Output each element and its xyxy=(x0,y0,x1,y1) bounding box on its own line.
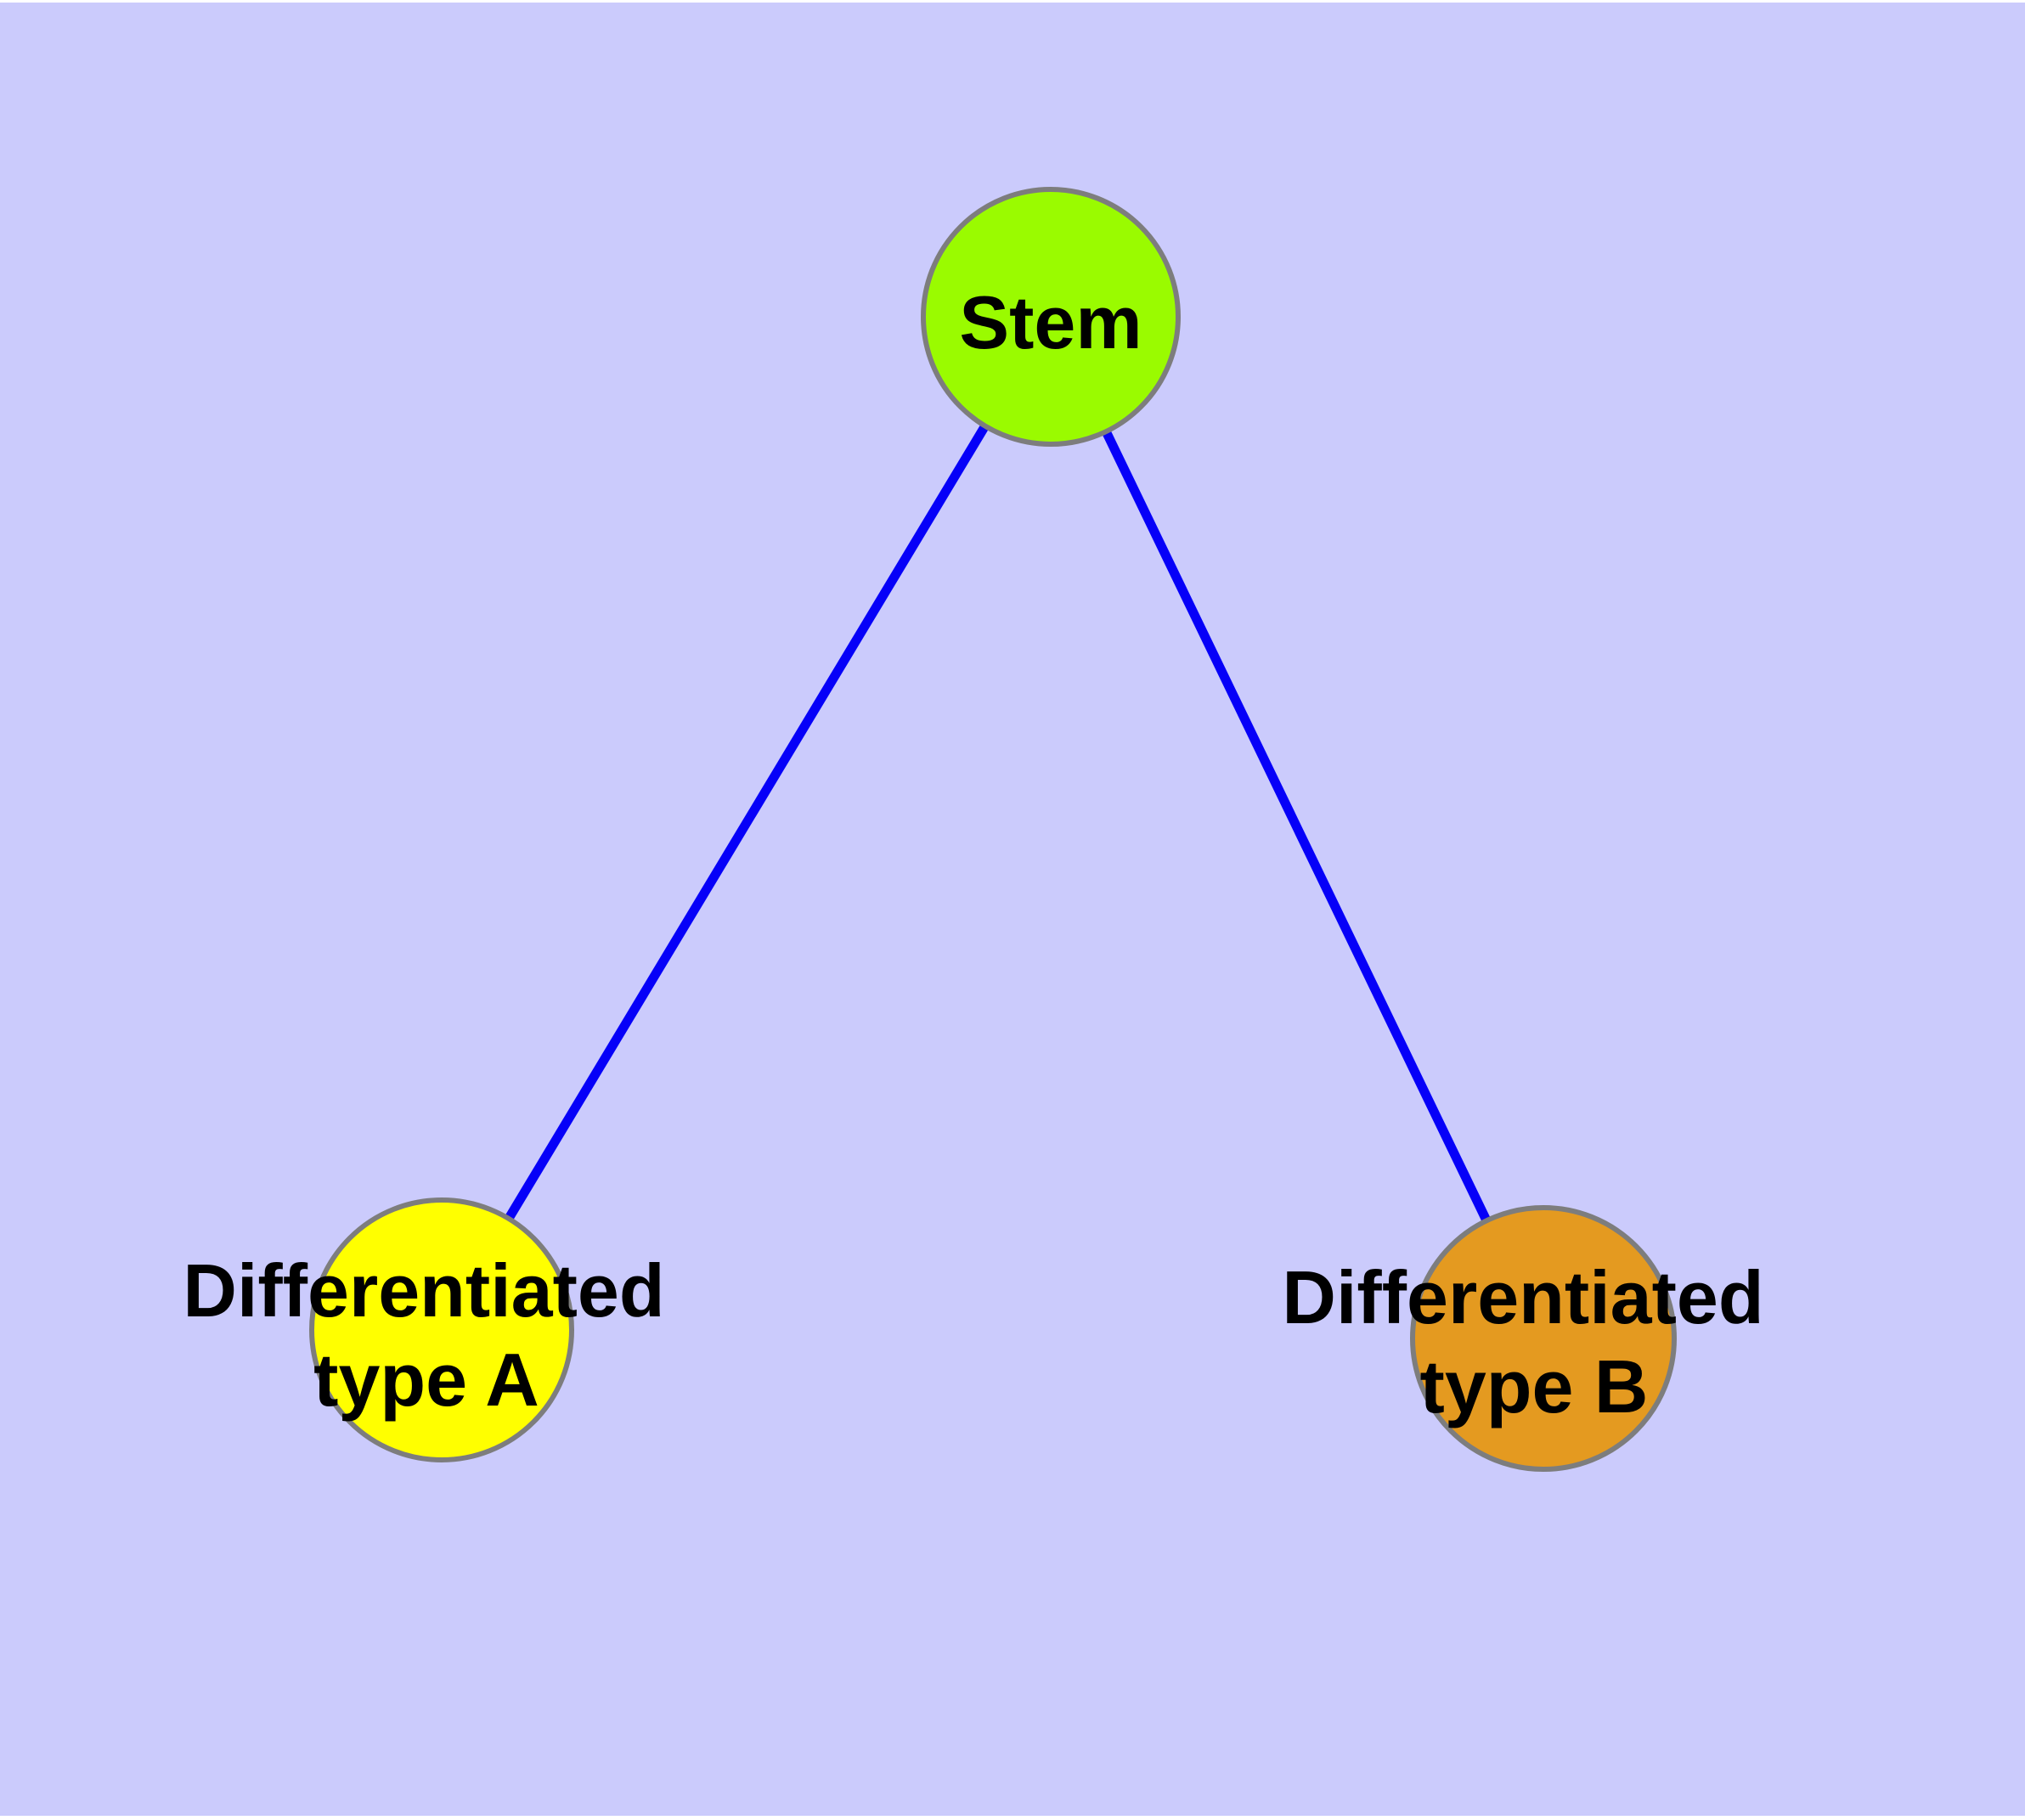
edge-stem-to-type-b xyxy=(1046,314,1548,1341)
node-type-b xyxy=(1410,1205,1677,1472)
node-stem xyxy=(921,187,1181,447)
node-type-b-label-line2: type B xyxy=(1420,1344,1649,1428)
node-type-b-label-line1: Differentiated xyxy=(1282,1255,1763,1339)
node-type-a xyxy=(309,1197,574,1462)
node-stem-label: Stem xyxy=(959,280,1142,364)
node-type-a-label-line2: type A xyxy=(313,1338,539,1422)
edge-stem-to-type-a xyxy=(437,314,1055,1333)
node-type-a-label-line1: Differentiated xyxy=(183,1248,664,1333)
